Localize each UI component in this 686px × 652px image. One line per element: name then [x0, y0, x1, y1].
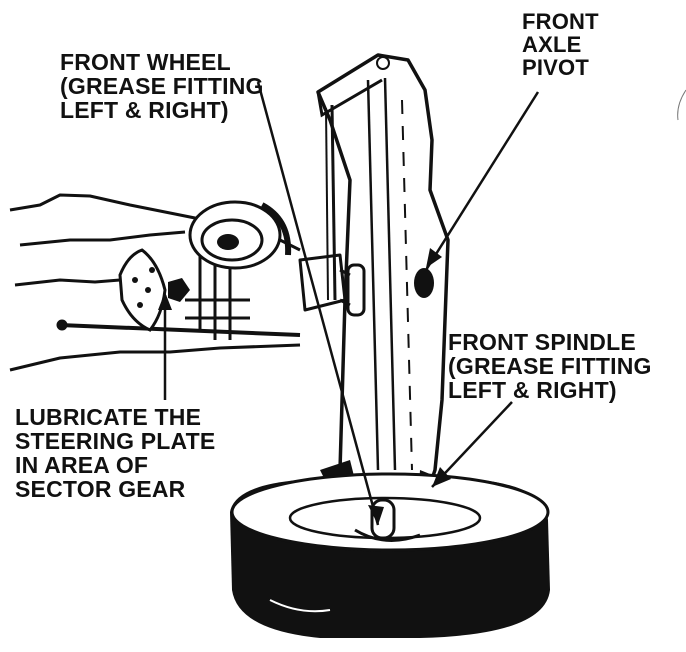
label-front-spindle: FRONT SPINDLE (GREASE FITTING LEFT & RIG…	[448, 329, 652, 403]
front-axle	[316, 53, 450, 510]
pulley	[188, 200, 292, 270]
label-front-axle-pivot: FRONT AXLE PIVOT	[522, 9, 599, 80]
label-steering-plate: LUBRICATE THE STEERING PLATE IN AREA OF …	[15, 404, 216, 502]
leader-axle-pivot	[424, 91, 540, 271]
front-wheel	[230, 472, 550, 638]
arrow-axle-pivot	[426, 248, 442, 268]
label-front-wheel: FRONT WHEEL (GREASE FITTING LEFT & RIGHT…	[60, 49, 264, 123]
arrow-front-wheel	[368, 505, 384, 525]
arrow-front-spindle	[432, 467, 451, 487]
steering-plate	[118, 248, 190, 332]
arrow-steering-plate	[158, 292, 172, 310]
arrowheads	[158, 248, 451, 525]
leader-front-wheel	[256, 81, 380, 526]
edge-mark	[677, 89, 686, 121]
